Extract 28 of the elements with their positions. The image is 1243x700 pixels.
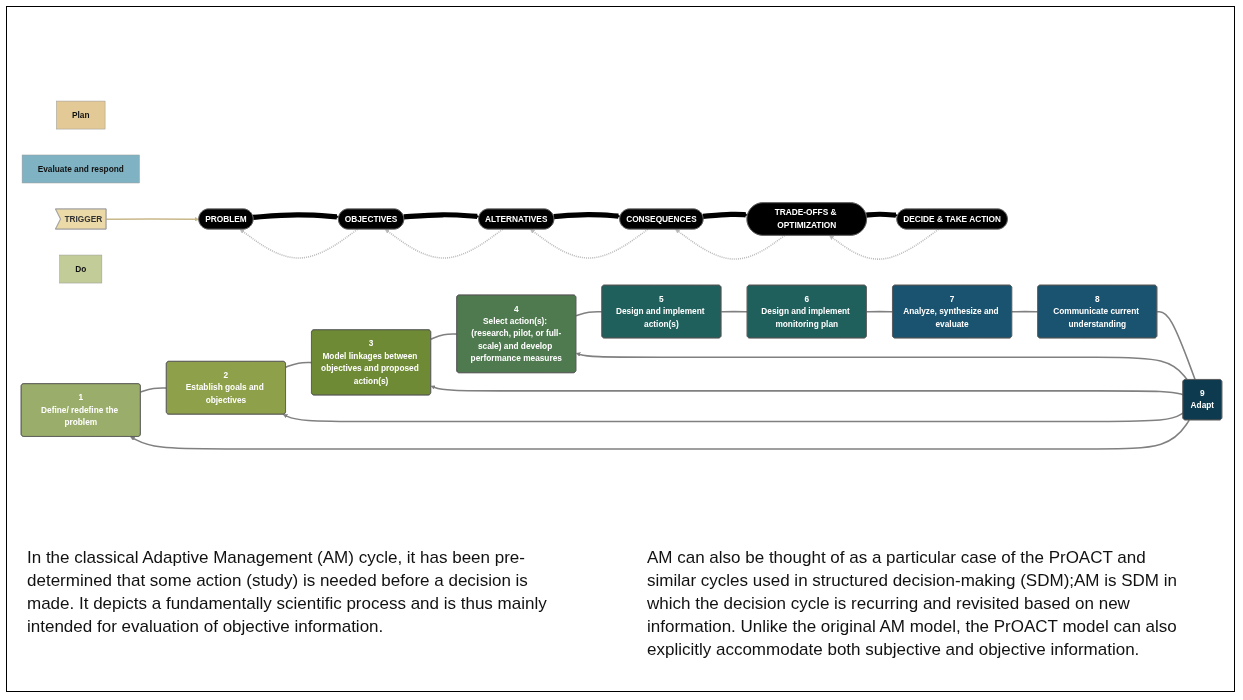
connector (285, 361, 313, 368)
node-box: Do (59, 254, 103, 284)
arrow (865, 211, 899, 218)
arrow (282, 412, 1184, 423)
connector (865, 310, 894, 313)
connector (720, 310, 749, 313)
arrow (403, 212, 480, 220)
arrow (105, 216, 200, 222)
arrow (553, 212, 621, 220)
arrow (252, 212, 340, 220)
arrow (675, 229, 786, 260)
node-box: Plan (56, 100, 106, 130)
connector (575, 310, 603, 317)
arrow (130, 419, 1191, 450)
arrow (530, 228, 649, 259)
caption-text: In the classical Adaptive Management (AM) cycle, it has been pre-determined that some action (study) is needed before a decision is made. It depicts a fundamentally scientific process and is thus mainly intended for evaluation of objective information. (27, 547, 548, 638)
connector (139, 387, 168, 393)
arrow (239, 228, 359, 259)
arrow (575, 352, 1188, 381)
arrow (385, 228, 504, 259)
node-box: Evaluate and respond (21, 154, 140, 184)
connector (430, 333, 458, 340)
arrow (430, 385, 1184, 396)
connector (1011, 310, 1039, 313)
caption-text: AM can also be thought of as a particular case of the PrOACT and similar cycles used in structured decision-making (SDM);AM is SDM in which the decision cycle is recurring and revisited based on new information. Unlike the original AM model, the PrOACT model can also explicitly accommodate both subjective and objective information. (647, 547, 1178, 661)
connector (1156, 311, 1196, 381)
arrow (702, 211, 748, 219)
arrow (829, 228, 940, 260)
